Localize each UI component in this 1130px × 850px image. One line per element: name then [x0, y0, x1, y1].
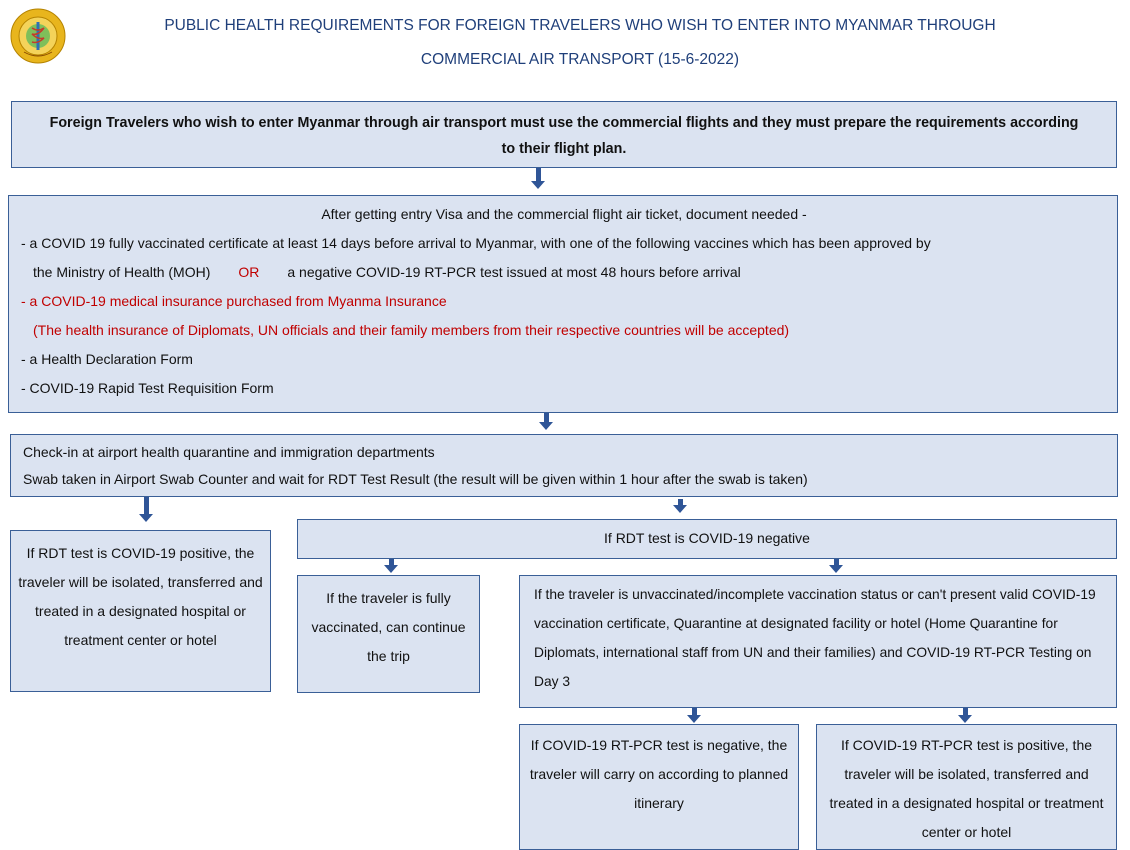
page-title-line-2: COMMERCIAL AIR TRANSPORT (15-6-2022): [420, 51, 740, 68]
document-item-vaccination-continued: the Ministry of Health (MOH) OR a negative…: [21, 258, 1107, 287]
rdt-positive-box: If RDT test is COVID-19 positive, the tr…: [10, 530, 271, 692]
intro-box: Foreign Travelers who wish to enter Myan…: [11, 101, 1117, 168]
unvaccinated-box: If the traveler is unvaccinated/incomple…: [519, 575, 1117, 708]
pcr-negative-box: If COVID-19 RT-PCR test is negative, the…: [519, 724, 799, 850]
document-item-health-declaration: - a Health Declaration Form: [21, 351, 193, 367]
documents-box: After getting entry Visa and the commerc…: [8, 195, 1118, 413]
ministry-of-health-logo: [10, 8, 66, 64]
document-item-vaccination: - a COVID 19 fully vaccinated certificat…: [21, 235, 931, 251]
checkin-box: Check-in at airport health quarantine an…: [10, 434, 1118, 497]
rdt-negative-box: If RDT test is COVID-19 negative: [297, 519, 1117, 559]
document-item-rapid-test-form: - COVID-19 Rapid Test Requisition Form: [21, 380, 274, 396]
checkin-line-2: Swab taken in Airport Swab Counter and w…: [23, 471, 808, 487]
or-label: OR: [238, 264, 260, 280]
documents-heading: After getting entry Visa and the commerc…: [321, 206, 807, 222]
page-title-line-1: PUBLIC HEALTH REQUIREMENTS FOR FOREIGN T…: [164, 17, 996, 34]
checkin-line-1: Check-in at airport health quarantine an…: [23, 444, 435, 460]
moh-text: the Ministry of Health (MOH): [33, 264, 211, 280]
pcr-positive-box: If COVID-19 RT-PCR test is positive, the…: [816, 724, 1117, 850]
insurance-note: (The health insurance of Diplomats, UN o…: [33, 322, 790, 338]
pcr-option-text: a negative COVID-19 RT-PCR test issued a…: [287, 264, 741, 280]
fully-vaccinated-box: If the traveler is fully vaccinated, can…: [297, 575, 480, 693]
document-item-insurance: - a COVID-19 medical insurance purchased…: [21, 293, 447, 309]
